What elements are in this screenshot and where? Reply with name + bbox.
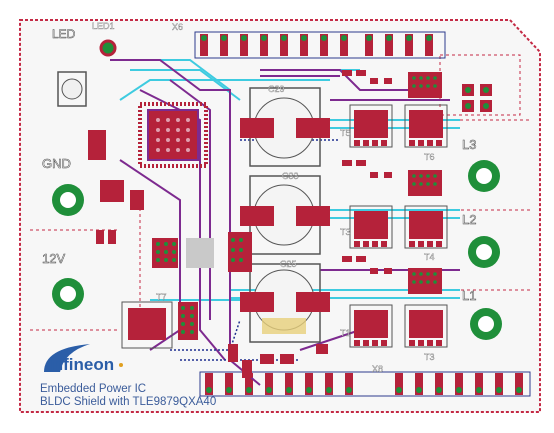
via-cluster <box>408 72 442 294</box>
board-description-1: Embedded Power IC <box>40 383 146 395</box>
capacitor-body <box>61 78 83 100</box>
t5-label: T5 <box>340 128 351 138</box>
capacitor-c29 <box>240 87 330 167</box>
board-description-2: BLDC Shield with TLE9879QXA40 <box>40 396 216 408</box>
c33-label: C33 <box>282 171 299 181</box>
smd-pads <box>342 70 392 274</box>
l2-label: L2 <box>462 212 476 227</box>
gnd-hole-center <box>60 192 76 208</box>
c29-label: C29 <box>268 84 285 94</box>
x6-label: X6 <box>172 22 183 32</box>
logo-swoosh <box>44 344 90 372</box>
mosfet-t4 <box>404 205 448 249</box>
connector-x6 <box>194 31 446 59</box>
mosfet-t2 <box>404 304 448 348</box>
t4-label: T4 <box>424 252 435 262</box>
connector-outline <box>194 31 446 59</box>
pad-field <box>152 232 252 272</box>
t1-label: T1 <box>340 328 351 338</box>
gnd-label: GND <box>42 156 71 171</box>
c25-label: C25 <box>280 259 297 269</box>
mosfet-t5 <box>349 104 393 148</box>
v12-hole-center <box>60 286 76 302</box>
capacitor-c33 <box>240 175 330 255</box>
bottom-parts <box>228 344 328 378</box>
l1-label: L1 <box>462 288 476 303</box>
component-pad <box>100 180 124 202</box>
mosfet-t3 <box>349 205 393 249</box>
t2-label: T3 <box>424 352 435 362</box>
t7-label: T7 <box>156 292 167 302</box>
infineon-logo: Infineon <box>44 344 123 374</box>
brand-name: Infineon <box>48 355 114 374</box>
mosfet-t6 <box>404 104 448 148</box>
mcu-chip <box>138 102 208 168</box>
component-pad <box>88 130 106 160</box>
capacitor-c25 <box>240 263 330 343</box>
led-label: LED <box>52 27 76 41</box>
x8-label: X8 <box>372 364 383 374</box>
header-region <box>439 54 521 116</box>
led-pad <box>99 39 117 57</box>
mosfet-t1 <box>349 304 393 348</box>
t6-label: T6 <box>424 152 435 162</box>
l3-label: L3 <box>462 137 476 152</box>
led1-label: LED1 <box>92 21 115 31</box>
logo-dot <box>119 363 123 367</box>
connector-x8 <box>199 371 531 397</box>
connector-outline <box>199 371 531 397</box>
capacitor-c42 <box>57 71 87 107</box>
header-pins <box>462 84 492 112</box>
v12-label: 12V <box>42 251 65 266</box>
mosfet-t7 <box>121 301 198 349</box>
t3-label: T3 <box>340 227 351 237</box>
